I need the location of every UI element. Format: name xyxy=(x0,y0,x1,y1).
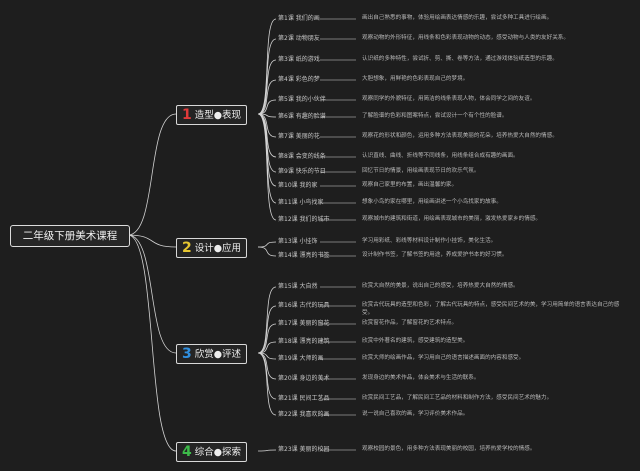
branch-lesson-connector xyxy=(257,341,277,354)
branch-number: 2 xyxy=(182,240,192,256)
lesson-description: 欣赏中外著名的建筑，感受建筑的造型美。 xyxy=(362,338,469,344)
lesson-description: 认识直线、曲线、折线等不同线条，用线条组合成有趣的画面。 xyxy=(362,153,519,159)
branch-number: 1 xyxy=(182,107,192,123)
root-title: 二年级下册美术课程 xyxy=(22,230,118,242)
root-branch-connector xyxy=(127,113,177,236)
lesson-title[interactable]: 第4课 彩色的梦 xyxy=(278,76,320,83)
lesson-description: 大胆想象，用鲜艳的色彩表现自己的梦境。 xyxy=(362,76,469,82)
lesson-title[interactable]: 第5课 我的小伙伴 xyxy=(278,96,326,103)
branch-label: 欣赏●评述 xyxy=(194,349,242,360)
lesson-description: 欣赏大自然的美景，说出自己的感受，培养热爱大自然的情感。 xyxy=(362,283,519,289)
lesson-description: 观察自己家里的布置，画出温馨的家。 xyxy=(362,182,458,188)
lesson-title[interactable]: 第10课 我的家 xyxy=(278,182,318,189)
lesson-description: 观察动物的外形特征，用线条和色彩表现动物的动态，感受动物与人类的友好关系。 xyxy=(362,35,569,41)
lesson-title[interactable]: 第7课 美丽的花 xyxy=(278,133,320,140)
lesson-description: 欣赏大师的绘画作品，学习用自己的语言描述画面的内容和感受。 xyxy=(362,355,525,361)
lesson-description: 观察校园的景色，用多种方法表现美丽的校园，培养热爱学校的情感。 xyxy=(362,446,536,452)
lesson-title[interactable]: 第15课 大自然 xyxy=(278,283,318,290)
lesson-title[interactable]: 第14课 漂亮的书签 xyxy=(278,252,330,259)
branch-lesson-connector xyxy=(257,352,277,416)
branch-label: 综合●探索 xyxy=(194,447,242,458)
lesson-description: 设计制作书签，了解书签的用途，养成爱护书本的好习惯。 xyxy=(362,252,508,258)
branch-label: 造型●表现 xyxy=(194,110,242,121)
lesson-description: 了解脸谱的色彩和图案特点，尝试设计一个有个性的脸谱。 xyxy=(362,113,508,119)
lesson-title[interactable]: 第18课 漂亮的建筑 xyxy=(278,338,330,345)
lesson-description: 认识纸的多种特性，尝试折、剪、撕、卷等方法，通过游戏体验纸造型的乐趣。 xyxy=(362,56,558,62)
lesson-description: 观察同学的外貌特征，用简洁的线条表现人物，体会同学之间的友谊。 xyxy=(362,96,536,102)
lesson-description: 画出自己熟悉的事物，体验用绘画表达情感的乐趣，尝试多种工具进行绘画。 xyxy=(362,15,553,21)
lesson-title[interactable]: 第1课 我们的画 xyxy=(278,15,320,22)
branch-label: 设计●应用 xyxy=(194,243,242,254)
lesson-title[interactable]: 第12课 我们的城市 xyxy=(278,216,330,223)
lesson-description: 欣赏民间工艺品，了解民间工艺品的材料和制作方法，感受民间艺术的魅力。 xyxy=(362,395,553,401)
lesson-title[interactable]: 第3课 纸的游戏 xyxy=(278,56,320,63)
lesson-title[interactable]: 第8课 会变的线条 xyxy=(278,153,326,160)
lesson-title[interactable]: 第11课 小鸟找家 xyxy=(278,199,324,206)
branch-lesson-connector xyxy=(257,286,277,354)
lesson-title[interactable]: 第6课 有趣的脸谱 xyxy=(278,113,326,120)
branch-lesson-connector xyxy=(257,18,277,115)
branch-lesson-connector xyxy=(257,305,277,354)
lesson-title[interactable]: 第16课 古代的玩具 xyxy=(278,302,330,309)
lesson-title[interactable]: 第17课 美丽的窗花 xyxy=(278,320,330,327)
branch-lesson-connector xyxy=(257,38,277,115)
lesson-title[interactable]: 第2课 动物朋友 xyxy=(278,35,320,42)
branch-lesson-connector xyxy=(257,323,277,354)
lesson-description: 想象小鸟的家在哪里，用绘画讲述一个小鸟找家的故事。 xyxy=(362,199,502,205)
lesson-description: 发现身边的美术作品，体会美术与生活的联系。 xyxy=(362,375,480,381)
lesson-description: 欣赏窗花作品，了解窗花的艺术特点。 xyxy=(362,320,458,326)
lesson-description: 说一说自己喜欢的画，学习评价美术作品。 xyxy=(362,411,469,417)
lesson-description: 观察花的形状和颜色，运用多种方法表现美丽的花朵，培养热爱大自然的情感。 xyxy=(362,133,558,139)
branch-number: 3 xyxy=(182,346,192,362)
branch-lesson-connector xyxy=(257,59,277,115)
branch-lesson-connector xyxy=(257,246,277,257)
lesson-title[interactable]: 第9课 快乐的节日 xyxy=(278,168,326,175)
lesson-title[interactable]: 第22课 我喜欢的画 xyxy=(278,411,330,418)
lesson-description: 欣赏古代玩具的造型和色彩，了解古代玩具的特点，感受民间艺术的美，学习用简单的语言… xyxy=(362,302,620,316)
root-branch-connector xyxy=(127,234,177,248)
branch-lesson-connector xyxy=(257,352,277,400)
lesson-title[interactable]: 第13课 小挂饰 xyxy=(278,238,318,245)
lesson-title[interactable]: 第21课 民间工艺品 xyxy=(278,395,330,402)
lesson-description: 回忆节日的情景，用绘画表现节日的欢乐气氛。 xyxy=(362,168,480,174)
root-branch-connector xyxy=(127,234,177,452)
lesson-title[interactable]: 第19课 大师的画 xyxy=(278,355,324,362)
branch-lesson-connector xyxy=(257,79,277,115)
lesson-title[interactable]: 第23课 美丽的校园 xyxy=(278,446,330,453)
lesson-description: 观察城市的建筑和街道，用绘画表现城市的美丽，激发热爱家乡的情感。 xyxy=(362,216,542,222)
lesson-title[interactable]: 第20课 身边的美术 xyxy=(278,375,330,382)
branch-number: 4 xyxy=(182,444,192,460)
branch-lesson-connector xyxy=(257,241,277,248)
root-branch-connector xyxy=(127,234,177,354)
lesson-description: 学习用彩纸、彩线等材料设计制作小挂饰，美化生活。 xyxy=(362,238,497,244)
root-node[interactable]: 二年级下册美术课程 xyxy=(10,225,130,247)
branch-lesson-connector xyxy=(257,113,277,221)
branch-lesson-connector xyxy=(257,99,277,115)
branch-lesson-connector xyxy=(257,449,277,452)
